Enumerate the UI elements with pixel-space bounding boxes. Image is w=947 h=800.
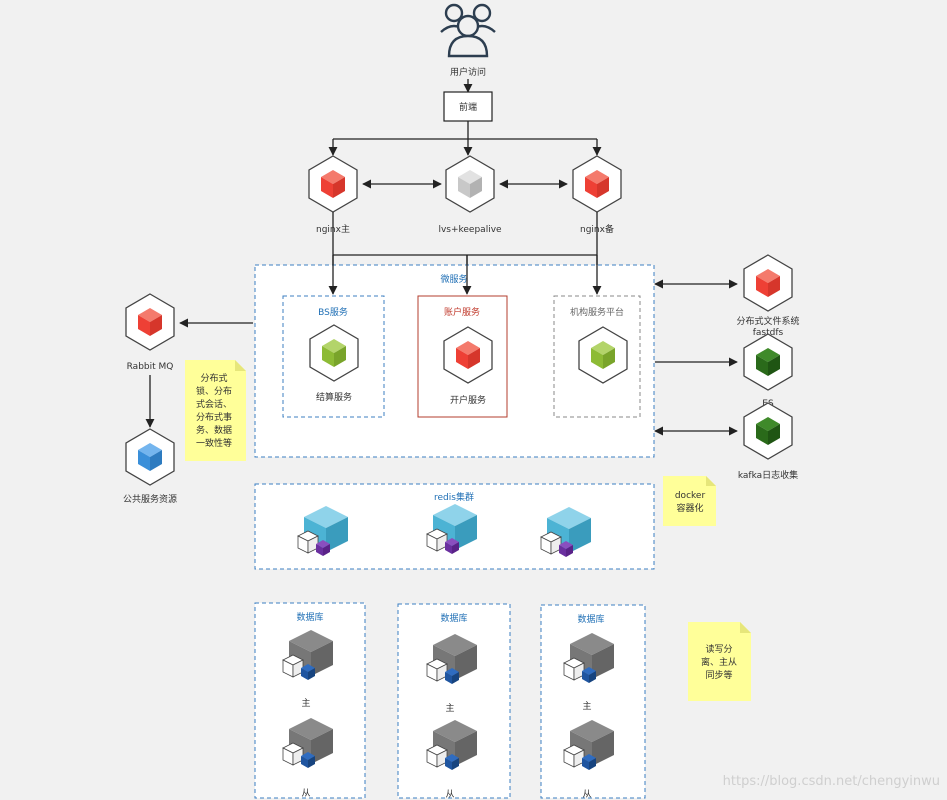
fastdfs-label-2: fastdfs bbox=[753, 328, 784, 338]
nginx-backup-icon bbox=[572, 155, 622, 213]
nginx-main-icon bbox=[308, 155, 358, 213]
note-distributed-line1: 分布式 bbox=[200, 372, 227, 384]
db-2-label: 数据库 bbox=[440, 612, 467, 624]
frontend-label: 前端 bbox=[459, 101, 477, 113]
redis-cluster-label: redis集群 bbox=[434, 491, 474, 503]
note-rw-line3: 同步等 bbox=[705, 669, 732, 681]
rabbitmq-label: Rabbit MQ bbox=[127, 362, 174, 372]
public-resource-label: 公共服务资源 bbox=[123, 493, 177, 505]
note-distributed-line2: 锁、分布 bbox=[196, 385, 232, 397]
note-rw-line2: 离、主从 bbox=[701, 656, 737, 668]
note-distributed: 分布式 锁、分布 式会话、 分布式事 务、数据 一致性等 bbox=[185, 360, 246, 461]
fastdfs-icon bbox=[743, 254, 793, 312]
account-service-label: 账户服务 bbox=[444, 306, 480, 318]
bs-service-label: BS服务 bbox=[318, 306, 348, 318]
user-label: 用户访问 bbox=[450, 66, 486, 78]
note-distributed-line6: 一致性等 bbox=[196, 437, 232, 449]
fastdfs-label-1: 分布式文件系统 bbox=[736, 315, 799, 327]
note-distributed-line3: 式会话、 bbox=[196, 398, 232, 410]
kafka-label: kafka日志收集 bbox=[738, 469, 798, 481]
db-2-slave-label: 从 bbox=[445, 789, 454, 800]
lvs-label: lvs+keepalive bbox=[438, 225, 502, 235]
org-platform-label: 机构服务平台 bbox=[570, 306, 624, 318]
note-distributed-line5: 务、数据 bbox=[196, 424, 232, 436]
note-rw-split: 读写分 离、主从 同步等 bbox=[688, 622, 751, 701]
microservice-label: 微服务 bbox=[440, 273, 467, 285]
frontend-box bbox=[443, 91, 493, 122]
watermark: https://blog.csdn.net/chengyinwu bbox=[723, 774, 940, 789]
rabbitmq-icon bbox=[125, 293, 175, 351]
db-3-master-label: 主 bbox=[582, 700, 591, 712]
settlement-label: 结算服务 bbox=[316, 391, 352, 403]
note-docker-line2: 容器化 bbox=[676, 502, 703, 514]
note-docker-line1: docker bbox=[675, 491, 706, 501]
db-1-label: 数据库 bbox=[296, 611, 323, 623]
db-2-master-label: 主 bbox=[445, 702, 454, 714]
db-1-slave-label: 从 bbox=[301, 788, 310, 799]
db-3-slave-label: 从 bbox=[582, 789, 591, 800]
open-account-label: 开户服务 bbox=[450, 394, 486, 406]
es-icon bbox=[743, 333, 793, 391]
db-1-master-label: 主 bbox=[301, 697, 310, 709]
db-2-container bbox=[397, 603, 511, 799]
lvs-icon bbox=[445, 155, 495, 213]
note-distributed-line4: 分布式事 bbox=[196, 411, 232, 423]
note-docker: docker 容器化 bbox=[663, 476, 716, 526]
note-rw-line1: 读写分 bbox=[705, 643, 732, 655]
user-icon bbox=[440, 3, 496, 58]
db-3-label: 数据库 bbox=[577, 613, 604, 625]
public-resource-icon bbox=[125, 428, 175, 486]
kafka-icon bbox=[743, 402, 793, 460]
